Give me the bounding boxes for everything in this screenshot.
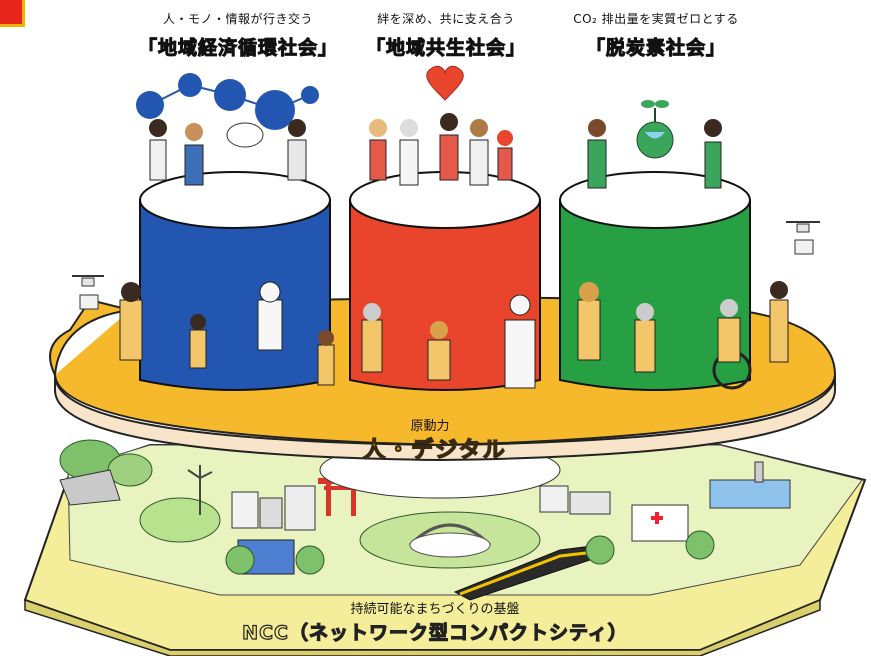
heart-icon	[426, 65, 464, 101]
column-subtitle: CO₂ 排出量を実質ゼロとする	[573, 12, 739, 26]
column-regional-economy	[139, 171, 331, 391]
platform-caption: 原動力	[410, 419, 450, 434]
foundation-title: NCC（ネットワーク型コンパクトシティ）	[242, 621, 628, 644]
platform-title: 人・デジタル	[363, 437, 507, 463]
robot-icon	[257, 281, 283, 351]
people-group	[149, 113, 722, 189]
column-subtitle: 人・モノ・情報が行き交う	[162, 12, 313, 26]
factory-icon	[709, 461, 791, 509]
city-scene	[59, 439, 791, 601]
column-subtitle: 絆を深め、共に支え合う	[377, 12, 515, 26]
globe-sprout-icon	[636, 100, 674, 159]
hospital-icon	[631, 504, 689, 542]
column-title: 「地域経済循環社会」	[137, 37, 338, 60]
column-regional-symbiosis	[349, 171, 541, 391]
column-header-2: 絆を深め、共に支え合う 「地域共生社会」	[336, 10, 556, 60]
column-header-3: CO₂ 排出量を実質ゼロとする 「脱炭素社会」	[546, 10, 766, 60]
column-title: 「脱炭素社会」	[585, 37, 726, 60]
drone-icon	[786, 221, 820, 255]
column-title: 「地域共生社会」	[365, 37, 526, 60]
corner-marker	[0, 0, 25, 27]
drone-icon	[72, 275, 104, 310]
network-bubbles	[136, 73, 319, 148]
foundation-caption: 持続可能なまちづくりの基盤	[350, 602, 520, 617]
people-on-platform	[119, 281, 789, 390]
column-header-1: 人・モノ・情報が行き交う 「地域経済循環社会」	[128, 10, 348, 60]
wind-turbine-icon	[187, 465, 213, 515]
